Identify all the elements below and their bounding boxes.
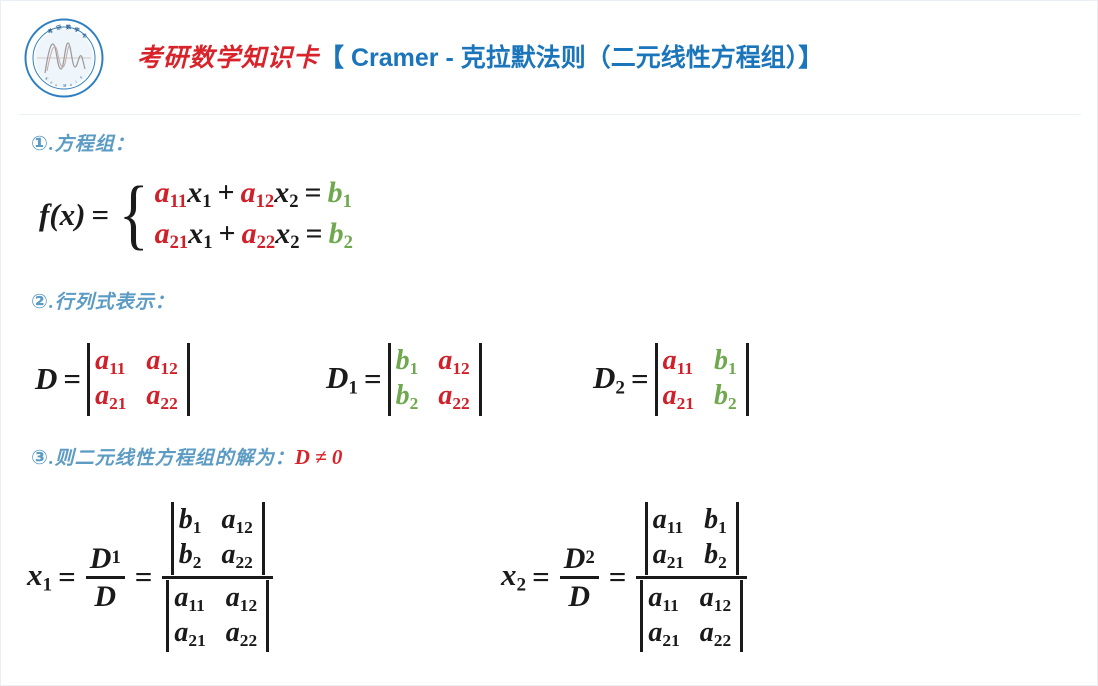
math-curve-circular-logo-icon: 考 研 数 学 卡 K a o M a t h [23,17,105,99]
determinant-D-name: D [35,361,58,397]
determinant-D2-name: D2 [593,359,625,399]
svg-text:卡: 卡 [80,31,89,41]
solution-condition: D ≠ 0 [294,445,343,469]
determinant-D2: D2 = a11 b1 a21 b2 [593,343,749,416]
section-number-3: ③ [31,445,49,469]
page-title-main: 【 Cramer - 克拉默法则（二元线性方程组）】 [319,43,824,72]
determinant-D1-name: D1 [326,359,358,399]
svg-text:考: 考 [46,26,55,36]
svg-text:学: 学 [74,25,81,34]
header: 考 研 数 学 卡 K a o M a t h 考研数学知识卡【 Cramer [1,1,1098,115]
determinant-D2-matrix: a11 b1 a21 b2 [654,343,749,416]
section-heading-equations: ①.方程组： [31,129,135,156]
solution-x1-numerator-matrix: b1 a12 b2 a22 [170,502,265,575]
header-divider [19,114,1081,115]
determinant-D: D = a11 a12 a21 a22 [35,343,190,416]
svg-text:o: o [55,82,58,87]
page-title: 考研数学知识卡【 Cramer - 克拉默法则（二元线性方程组）】 [137,43,824,72]
section-number-2: ② [31,289,49,313]
svg-text:K: K [44,75,50,81]
system-brace-group: { a11x1+a12x2=b1 a21x1+a22x2=b2 [115,170,353,258]
determinant-D1-matrix: b1 a12 b2 a22 [387,343,482,416]
section-heading-solution: ③.则二元线性方程组的解为：D ≠ 0 [31,443,342,470]
section-heading-determinants: ②.行列式表示： [31,287,175,314]
system-equals: = [91,196,110,232]
determinant-D-matrix: a11 a12 a21 a22 [87,343,190,416]
section-label-2: 行列式表示： [54,292,175,313]
section-dot-2: . [48,292,55,313]
left-brace-icon: { [118,170,149,258]
equation-system: f(x) = { a11x1+a12x2=b1 a21x1+a22x2=b2 [39,170,353,258]
svg-text:h: h [79,75,83,80]
solution-x2-lhs: x2 [501,557,527,596]
svg-text:M: M [62,83,67,88]
determinant-D1: D1 = b1 a12 b2 a22 [326,343,482,416]
svg-text:数: 数 [66,23,72,31]
solution-x2-expanded: a11 b1 a21 b2 a11 a12 [636,501,748,653]
system-row-1: a11x1+a12x2=b1 [154,176,352,213]
solution-x1-expanded: b1 a12 b2 a22 a11 a12 [162,501,274,653]
svg-text:a: a [50,79,54,84]
page-title-cn: 考研数学知识卡 [137,44,320,72]
system-row-2: a21x1+a22x2=b2 [154,216,353,253]
section-dot-3: . [48,448,55,469]
solution-x2-denominator-matrix: a11 a12 a21 a22 [640,579,744,653]
section-label-3: 则二元线性方程组的解为： [54,448,295,469]
section-label-1: 方程组： [54,134,135,155]
section-number-1: ① [31,131,49,155]
solution-x2-numerator-matrix: a11 b1 a21 b2 [644,502,739,575]
svg-text:a: a [69,82,72,87]
section-dot-1: . [48,134,55,155]
system-lhs: f(x) [39,196,86,232]
svg-text:研: 研 [55,22,63,31]
svg-text:t: t [74,79,78,84]
solution-x1-denominator-matrix: a11 a12 a21 a22 [166,579,270,653]
solution-x1-lhs: x1 [27,557,53,596]
